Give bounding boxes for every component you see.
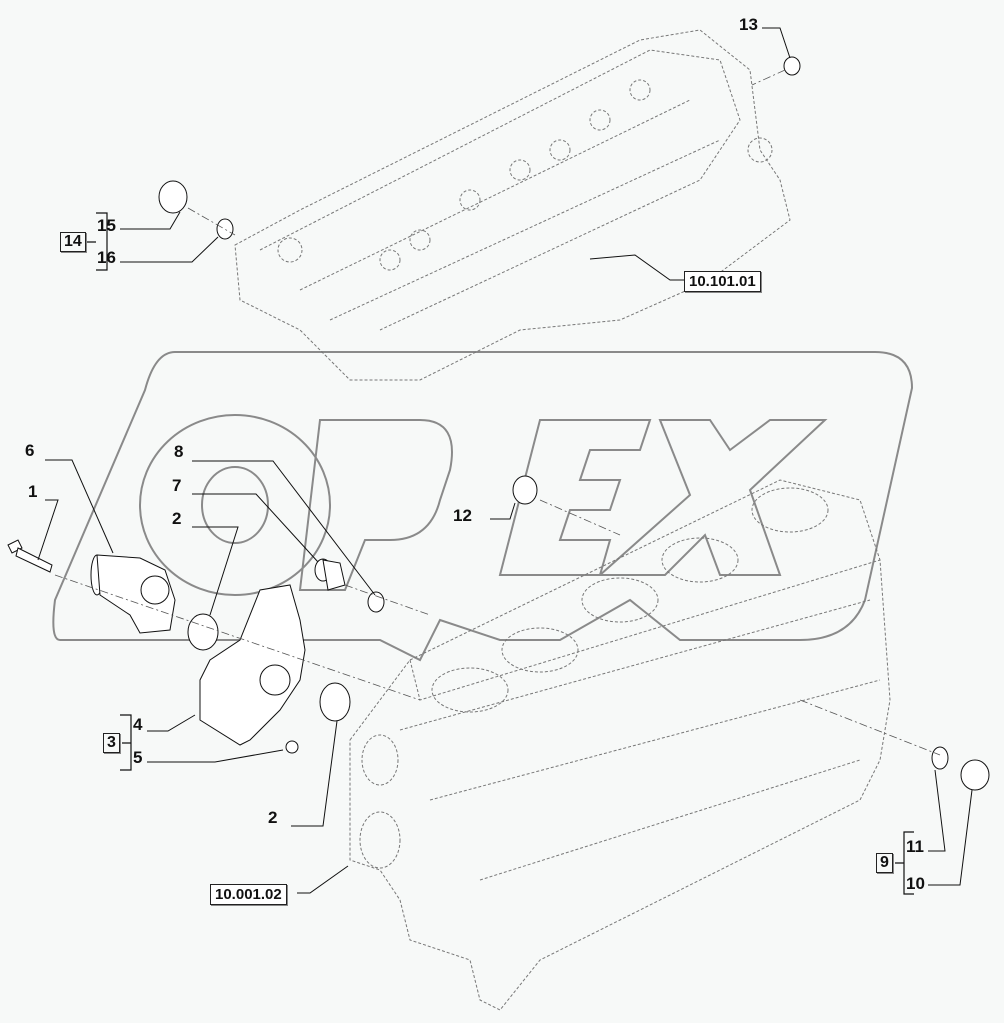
opex-watermark — [52, 351, 914, 662]
bolt-part — [7, 539, 53, 573]
washer-part — [931, 746, 949, 770]
seal-ring-part — [319, 682, 351, 722]
seal-ring-part — [187, 613, 219, 651]
engine-block-reference[interactable]: 10.001.02 — [210, 884, 287, 905]
dowel-pin-part — [285, 740, 299, 754]
fitting-part — [314, 558, 346, 591]
callout-8[interactable]: 8 — [174, 442, 184, 461]
callout-2-upper[interactable]: 2 — [172, 509, 182, 528]
water-outlet-fitting-part — [90, 554, 176, 634]
o-ring-part — [367, 591, 385, 613]
washer-part — [216, 218, 234, 240]
callout-7[interactable]: 7 — [172, 476, 182, 495]
callout-1[interactable]: 1 — [28, 482, 38, 501]
plug-part — [783, 56, 801, 76]
callout-6[interactable]: 6 — [25, 441, 35, 460]
assembly-axis-lines — [54, 69, 941, 756]
callout-2-lower[interactable]: 2 — [268, 808, 278, 827]
plug-part — [158, 180, 188, 214]
cylinder-head-reference[interactable]: 10.101.01 — [684, 271, 761, 292]
group-box-14[interactable]: 14 — [60, 232, 86, 252]
callout-11[interactable]: 11 — [906, 837, 924, 856]
callout-12[interactable]: 12 — [453, 506, 472, 525]
callout-15[interactable]: 15 — [97, 216, 116, 235]
plug-part — [960, 759, 990, 791]
callout-4[interactable]: 4 — [133, 715, 143, 734]
group-box-9[interactable]: 9 — [876, 853, 893, 873]
callout-10[interactable]: 10 — [906, 874, 925, 893]
group-box-3[interactable]: 3 — [103, 733, 120, 753]
housing-part — [199, 584, 306, 746]
leader-lines — [37, 27, 973, 894]
cylinder-head-drawing — [234, 29, 791, 381]
callout-16[interactable]: 16 — [97, 248, 116, 267]
plug-part — [512, 475, 538, 505]
callout-5[interactable]: 5 — [133, 748, 143, 767]
callout-13[interactable]: 13 — [739, 15, 758, 34]
parts — [7, 56, 990, 791]
engine-block-drawing — [349, 479, 891, 1011]
group-brackets — [86, 212, 914, 895]
